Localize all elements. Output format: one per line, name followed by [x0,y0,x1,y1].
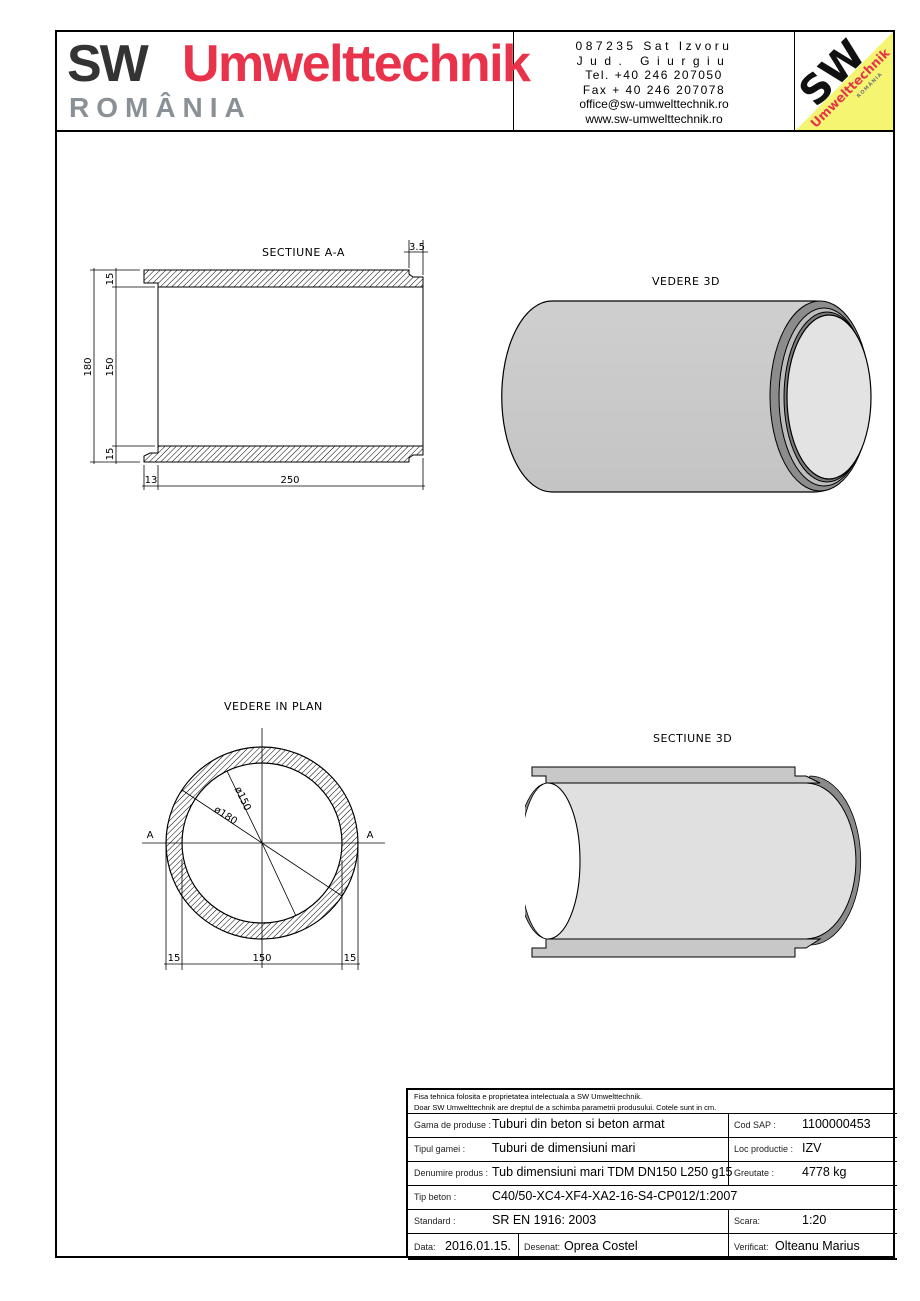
brand-sw: SW [67,35,149,93]
brand-name: Umwelttechnik [182,35,531,93]
desenat-value: Oprea Costel [564,1239,638,1253]
dim-overall-height: 180 [83,357,94,376]
section-mark-left: A [147,830,154,841]
logo-icon: SW Umwelttechnik ROMÂNIA [796,32,893,130]
company-brand: SW Umwelttechnik ROMÂNIA [57,32,531,130]
note-line-1: Fisa tehnica folosita e proprietatea int… [414,1092,643,1101]
gama-value: Tuburi din beton si beton armat [492,1117,665,1131]
loc-value: IZV [802,1141,822,1155]
cod-sap-label: Cod SAP : [734,1120,776,1130]
scara-label: Scara: [734,1216,761,1226]
section-mark-right: A [367,830,374,841]
desenat-label: Desenat: [524,1242,561,1252]
plan-view-title: VEDERE IN PLAN [224,700,323,713]
standard-label: Standard : [414,1216,456,1226]
gama-label: Gama de produse : [414,1120,492,1130]
dim-right-wall: 15 [344,953,357,964]
dim-wall-bottom: 15 [105,448,116,461]
dim-length: 250 [280,475,299,486]
divider [728,1138,729,1161]
contact-info: 087235 Sat Izvoru Jud. Giurgiu Tel. +40 … [514,32,795,130]
fax: Fax + 40 246 207078 [582,82,726,97]
row-tipul: Tipul gamei : Tuburi de dimensiuni mari … [408,1138,897,1162]
address-line1: 087235 Sat Izvoru [575,39,733,53]
email-link[interactable]: office@sw-umwelttechnik.ro [579,97,729,111]
greutate-value: 4778 kg [802,1165,847,1179]
divider [518,1234,519,1258]
dim-socket: 13 [145,475,158,486]
beton-label: Tip beton : [414,1192,457,1202]
section-aa-drawing: 180 150 15 15 13 250 3.5 [83,240,428,490]
denumire-value: Tub dimensiuni mari TDM DN150 L250 g15 [492,1165,733,1179]
address-line2: Jud. Giurgiu [576,53,732,68]
tipul-label: Tipul gamei : [414,1144,466,1154]
data-value: 2016.01.15. [445,1239,512,1253]
verificat-label: Verificat: [734,1242,769,1252]
divider [728,1114,729,1137]
row-beton: Tip beton : C40/50-XC4-XF4-XA2-16-S4-CP0… [408,1186,897,1210]
header: SW Umwelttechnik ROMÂNIA 087235 Sat Izvo… [55,30,895,132]
title-block: Fisa tehnica folosita e proprietatea int… [406,1088,897,1260]
divider [728,1210,729,1233]
drawing-frame [55,30,895,1258]
row-standard: Standard : SR EN 1916: 2003 Scara: 1:20 [408,1210,897,1234]
dim-inner-width: 150 [252,953,271,964]
beton-value: C40/50-XC4-XF4-XA2-16-S4-CP012/1:2007 [492,1189,738,1203]
dim-left-wall: 15 [168,953,181,964]
section-3d-title: SECTIUNE 3D [653,732,733,745]
verificat-value: Olteanu Marius [775,1239,860,1253]
row-denumire: Denumire produs : Tub dimensiuni mari TD… [408,1162,897,1186]
title-block-notes: Fisa tehnica folosita e proprietatea int… [408,1090,897,1114]
view-3d-title: VEDERE 3D [652,275,720,288]
row-gama: Gama de produse : Tuburi din beton si be… [408,1114,897,1138]
section-3d-drawing [525,766,862,958]
loc-label: Loc productie : [734,1144,794,1154]
brand-country: ROMÂNIA [69,92,252,123]
divider [728,1234,729,1258]
standard-value: SR EN 1916: 2003 [492,1213,597,1227]
divider [728,1162,729,1185]
greutate-label: Greutate : [734,1168,775,1178]
company-logo: SW Umwelttechnik ROMÂNIA [796,32,893,130]
scara-value: 1:20 [802,1213,827,1227]
website-link[interactable]: www.sw-umwelttechnik.ro [585,111,723,126]
plan-view-drawing: ø150 ø180 A A 15 150 15 [135,725,395,975]
note-line-2: Doar SW Umwelttechnik are dreptul de a s… [414,1103,717,1112]
data-label: Data: [414,1242,436,1252]
section-aa-title: SECTIUNE A-A [262,246,345,259]
tipul-value: Tuburi de dimensiuni mari [492,1141,636,1155]
row-signatures: Data: 2016.01.15. Desenat: Oprea Costel … [408,1234,897,1260]
dim-inner-height: 150 [105,357,116,376]
cod-sap-value: 1100000453 [802,1117,871,1131]
denumire-label: Denumire produs : [414,1168,489,1178]
dim-wall-top: 15 [105,273,116,286]
view-3d-drawing [501,300,872,493]
telephone: Tel. +40 246 207050 [585,68,723,82]
dim-spigot: 3.5 [409,242,425,253]
